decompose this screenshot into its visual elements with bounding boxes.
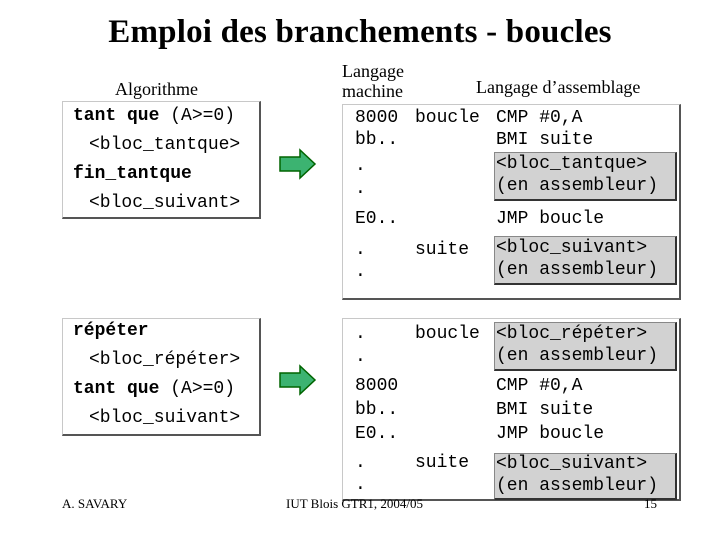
block-note: (en assembleur) <box>496 260 659 280</box>
asm-repeat-dot: . <box>355 347 366 367</box>
asm-repeat-instr-jmp: JMP boucle <box>496 424 605 444</box>
header-algorithme: Algorithme <box>115 79 198 99</box>
algo-while-line2: <bloc_tantque> <box>89 135 241 155</box>
asm-while-instr-bmi: BMI suite <box>496 130 594 150</box>
asm-repeat-addr-bb: bb.. <box>355 400 399 420</box>
block-label: <bloc_suivant> <box>496 454 648 474</box>
asm-repeat-addr-8000: 8000 <box>355 376 399 396</box>
asm-while-instr-jmp: JMP boucle <box>496 209 605 229</box>
slide-title: Emploi des branchements - boucles <box>108 14 612 50</box>
algo-repeat-line2: <bloc_répéter> <box>89 350 241 370</box>
asm-repeat-addr-e0: E0.. <box>355 424 399 444</box>
keyword-tant-que: tant que <box>73 379 160 399</box>
right-arrow-icon <box>279 364 317 396</box>
algo-while-line4: <bloc_suivant> <box>89 193 241 213</box>
block-note: (en assembleur) <box>496 346 659 366</box>
asm-while-dot: . <box>355 179 366 199</box>
asm-repeat-label-suite: suite <box>415 453 470 473</box>
asm-repeat-instr-bmi: BMI suite <box>496 400 594 420</box>
asm-while-addr-e0: E0.. <box>355 209 399 229</box>
asm-while-addr-bb: bb.. <box>355 130 399 150</box>
asm-while-dot: . <box>355 240 366 260</box>
asm-while-dot: . <box>355 262 366 282</box>
header-langage-machine-line2: machine <box>342 81 403 101</box>
asm-while-instr-cmp: CMP #0,A <box>496 108 583 128</box>
block-label: <bloc_suivant> <box>496 238 648 258</box>
header-langage-assemblage: Langage d’assemblage <box>476 77 641 97</box>
asm-while-box: 8000 boucle CMP #0,A bb.. BMI suite . . … <box>342 104 681 300</box>
algo-repeat-line3: tant que (A>=0) <box>73 379 235 399</box>
algo-repeat-line1: répéter <box>73 321 149 341</box>
keyword-tant-que: tant que <box>73 106 160 126</box>
footer-course: IUT Blois GTR1, 2004/05 <box>286 496 423 511</box>
block-note: (en assembleur) <box>496 476 659 496</box>
algo-repeat-line4: <bloc_suivant> <box>89 408 241 428</box>
asm-repeat-dot: . <box>355 475 366 495</box>
asm-while-addr-8000: 8000 <box>355 108 399 128</box>
footer-author: A. SAVARY <box>62 496 128 511</box>
algo-repeat-box: répéter <bloc_répéter> tant que (A>=0) <… <box>62 318 261 436</box>
asm-repeat-dot: . <box>355 453 366 473</box>
condition: (A>=0) <box>159 379 236 399</box>
asm-repeat-label-boucle: boucle <box>415 324 480 344</box>
header-langage-machine-line1: Langage <box>342 61 404 81</box>
algo-while-line1: tant que (A>=0) <box>73 106 235 126</box>
asm-repeat-dot: . <box>355 324 366 344</box>
asm-while-block-tantque: <bloc_tantque> (en assembleur) <box>494 152 677 201</box>
asm-repeat-box: . boucle <bloc_répéter> (en assembleur) … <box>342 318 681 501</box>
asm-while-label-suite: suite <box>415 240 470 260</box>
algo-while-box: tant que (A>=0) <bloc_tantque> fin_tantq… <box>62 101 261 219</box>
block-label: <bloc_tantque> <box>496 154 648 174</box>
condition: (A>=0) <box>159 106 236 126</box>
right-arrow-icon <box>279 148 317 180</box>
asm-repeat-block-repeter: <bloc_répéter> (en assembleur) <box>494 322 677 371</box>
asm-while-dot: . <box>355 156 366 176</box>
asm-while-block-suivant: <bloc_suivant> (en assembleur) <box>494 236 677 285</box>
asm-while-label-boucle: boucle <box>415 108 480 128</box>
footer-page-number: 15 <box>644 496 657 511</box>
block-label: <bloc_répéter> <box>496 324 648 344</box>
block-note: (en assembleur) <box>496 176 659 196</box>
algo-while-line3: fin_tantque <box>73 164 192 184</box>
asm-repeat-block-suivant: <bloc_suivant> (en assembleur) <box>494 453 677 500</box>
asm-repeat-instr-cmp: CMP #0,A <box>496 376 583 396</box>
